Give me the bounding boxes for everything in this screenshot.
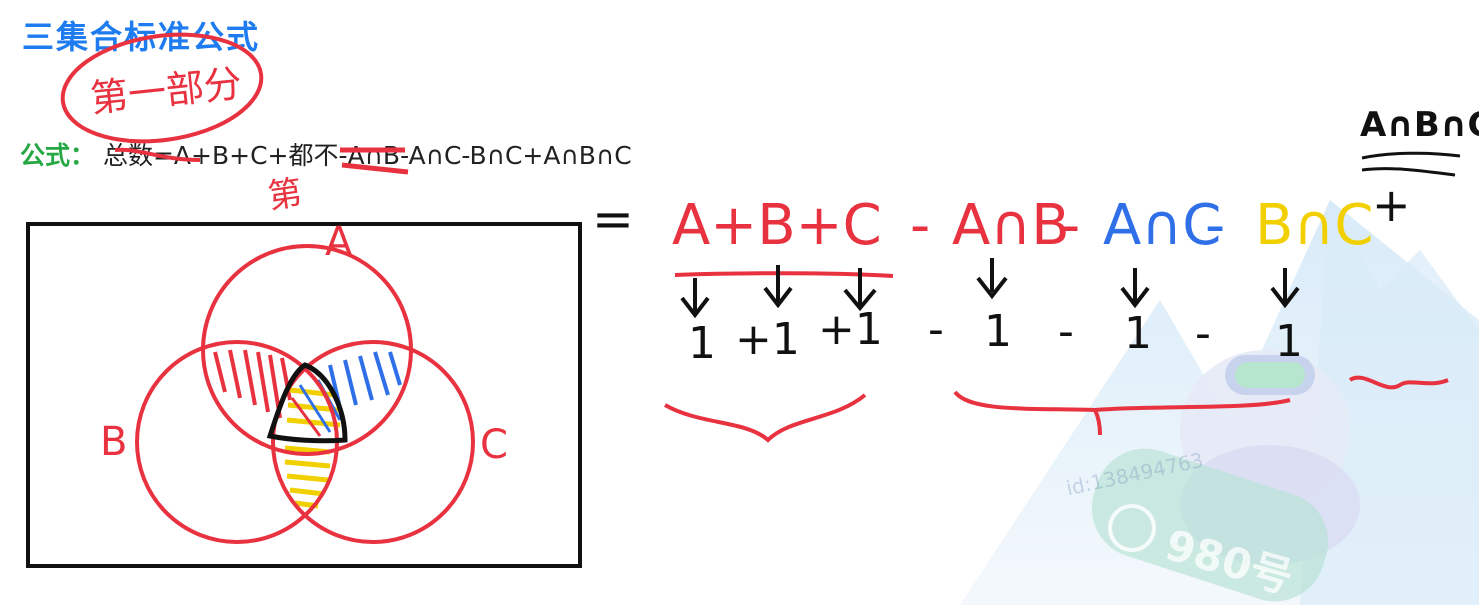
universe-box bbox=[26, 222, 582, 568]
top-right-underline bbox=[1361, 151, 1461, 177]
small-note: 第 bbox=[265, 172, 305, 218]
count-ab: 1 bbox=[984, 306, 1012, 357]
brace-first bbox=[664, 393, 867, 443]
shade-ac bbox=[328, 351, 402, 409]
strike-total bbox=[114, 147, 201, 162]
term-minus-1: - bbox=[910, 193, 931, 258]
formula-line: 公式： 总数=A+B+C+都不-A∩B-A∩C-B∩C+A∩B∩C bbox=[20, 136, 632, 172]
arrows bbox=[680, 258, 1300, 319]
count-c: +1 bbox=[818, 304, 883, 355]
note-circle bbox=[60, 32, 264, 144]
count-minus-1: - bbox=[928, 304, 944, 355]
formula-label: 公式： bbox=[20, 141, 96, 170]
top-right-note: A∩B∩C bbox=[1360, 105, 1479, 145]
page-title: 三集合标准公式 bbox=[22, 18, 261, 56]
venn-label-b: B bbox=[100, 419, 128, 465]
equals-sign: = bbox=[592, 190, 634, 248]
term-abc-sum: A+B+C bbox=[672, 193, 882, 258]
formula-tail: -A∩B-A∩C-B∩C+A∩B∩C bbox=[338, 141, 632, 170]
squiggle-third bbox=[1348, 375, 1449, 390]
count-minus-2: - bbox=[1058, 306, 1074, 357]
term-plus: + bbox=[1372, 178, 1411, 232]
count-minus-3: - bbox=[1195, 308, 1211, 359]
count-a: 1 bbox=[688, 318, 716, 369]
venn-label-c: C bbox=[480, 422, 508, 468]
term-minus-2: - bbox=[1060, 193, 1081, 258]
formula-total: 总数 bbox=[102, 141, 153, 170]
strike-neither bbox=[340, 147, 409, 175]
count-b: +1 bbox=[735, 314, 800, 365]
term-minus-3: - bbox=[1205, 193, 1226, 258]
count-ac: 1 bbox=[1124, 308, 1152, 359]
brace-second bbox=[953, 390, 1291, 436]
term-b-and-c: B∩C bbox=[1255, 193, 1374, 258]
formula-struck-term: 都不 bbox=[288, 141, 339, 170]
center-region-outline bbox=[266, 362, 348, 444]
circle-c bbox=[271, 340, 475, 544]
venn-label-a: A bbox=[325, 219, 353, 265]
count-bc: 1 bbox=[1275, 316, 1303, 367]
term-a-and-b: A∩B bbox=[952, 193, 1070, 258]
formula-eq: =A+B+C+ bbox=[152, 141, 289, 170]
term-a-and-c: A∩C bbox=[1103, 193, 1222, 258]
underline-sum bbox=[674, 271, 894, 278]
